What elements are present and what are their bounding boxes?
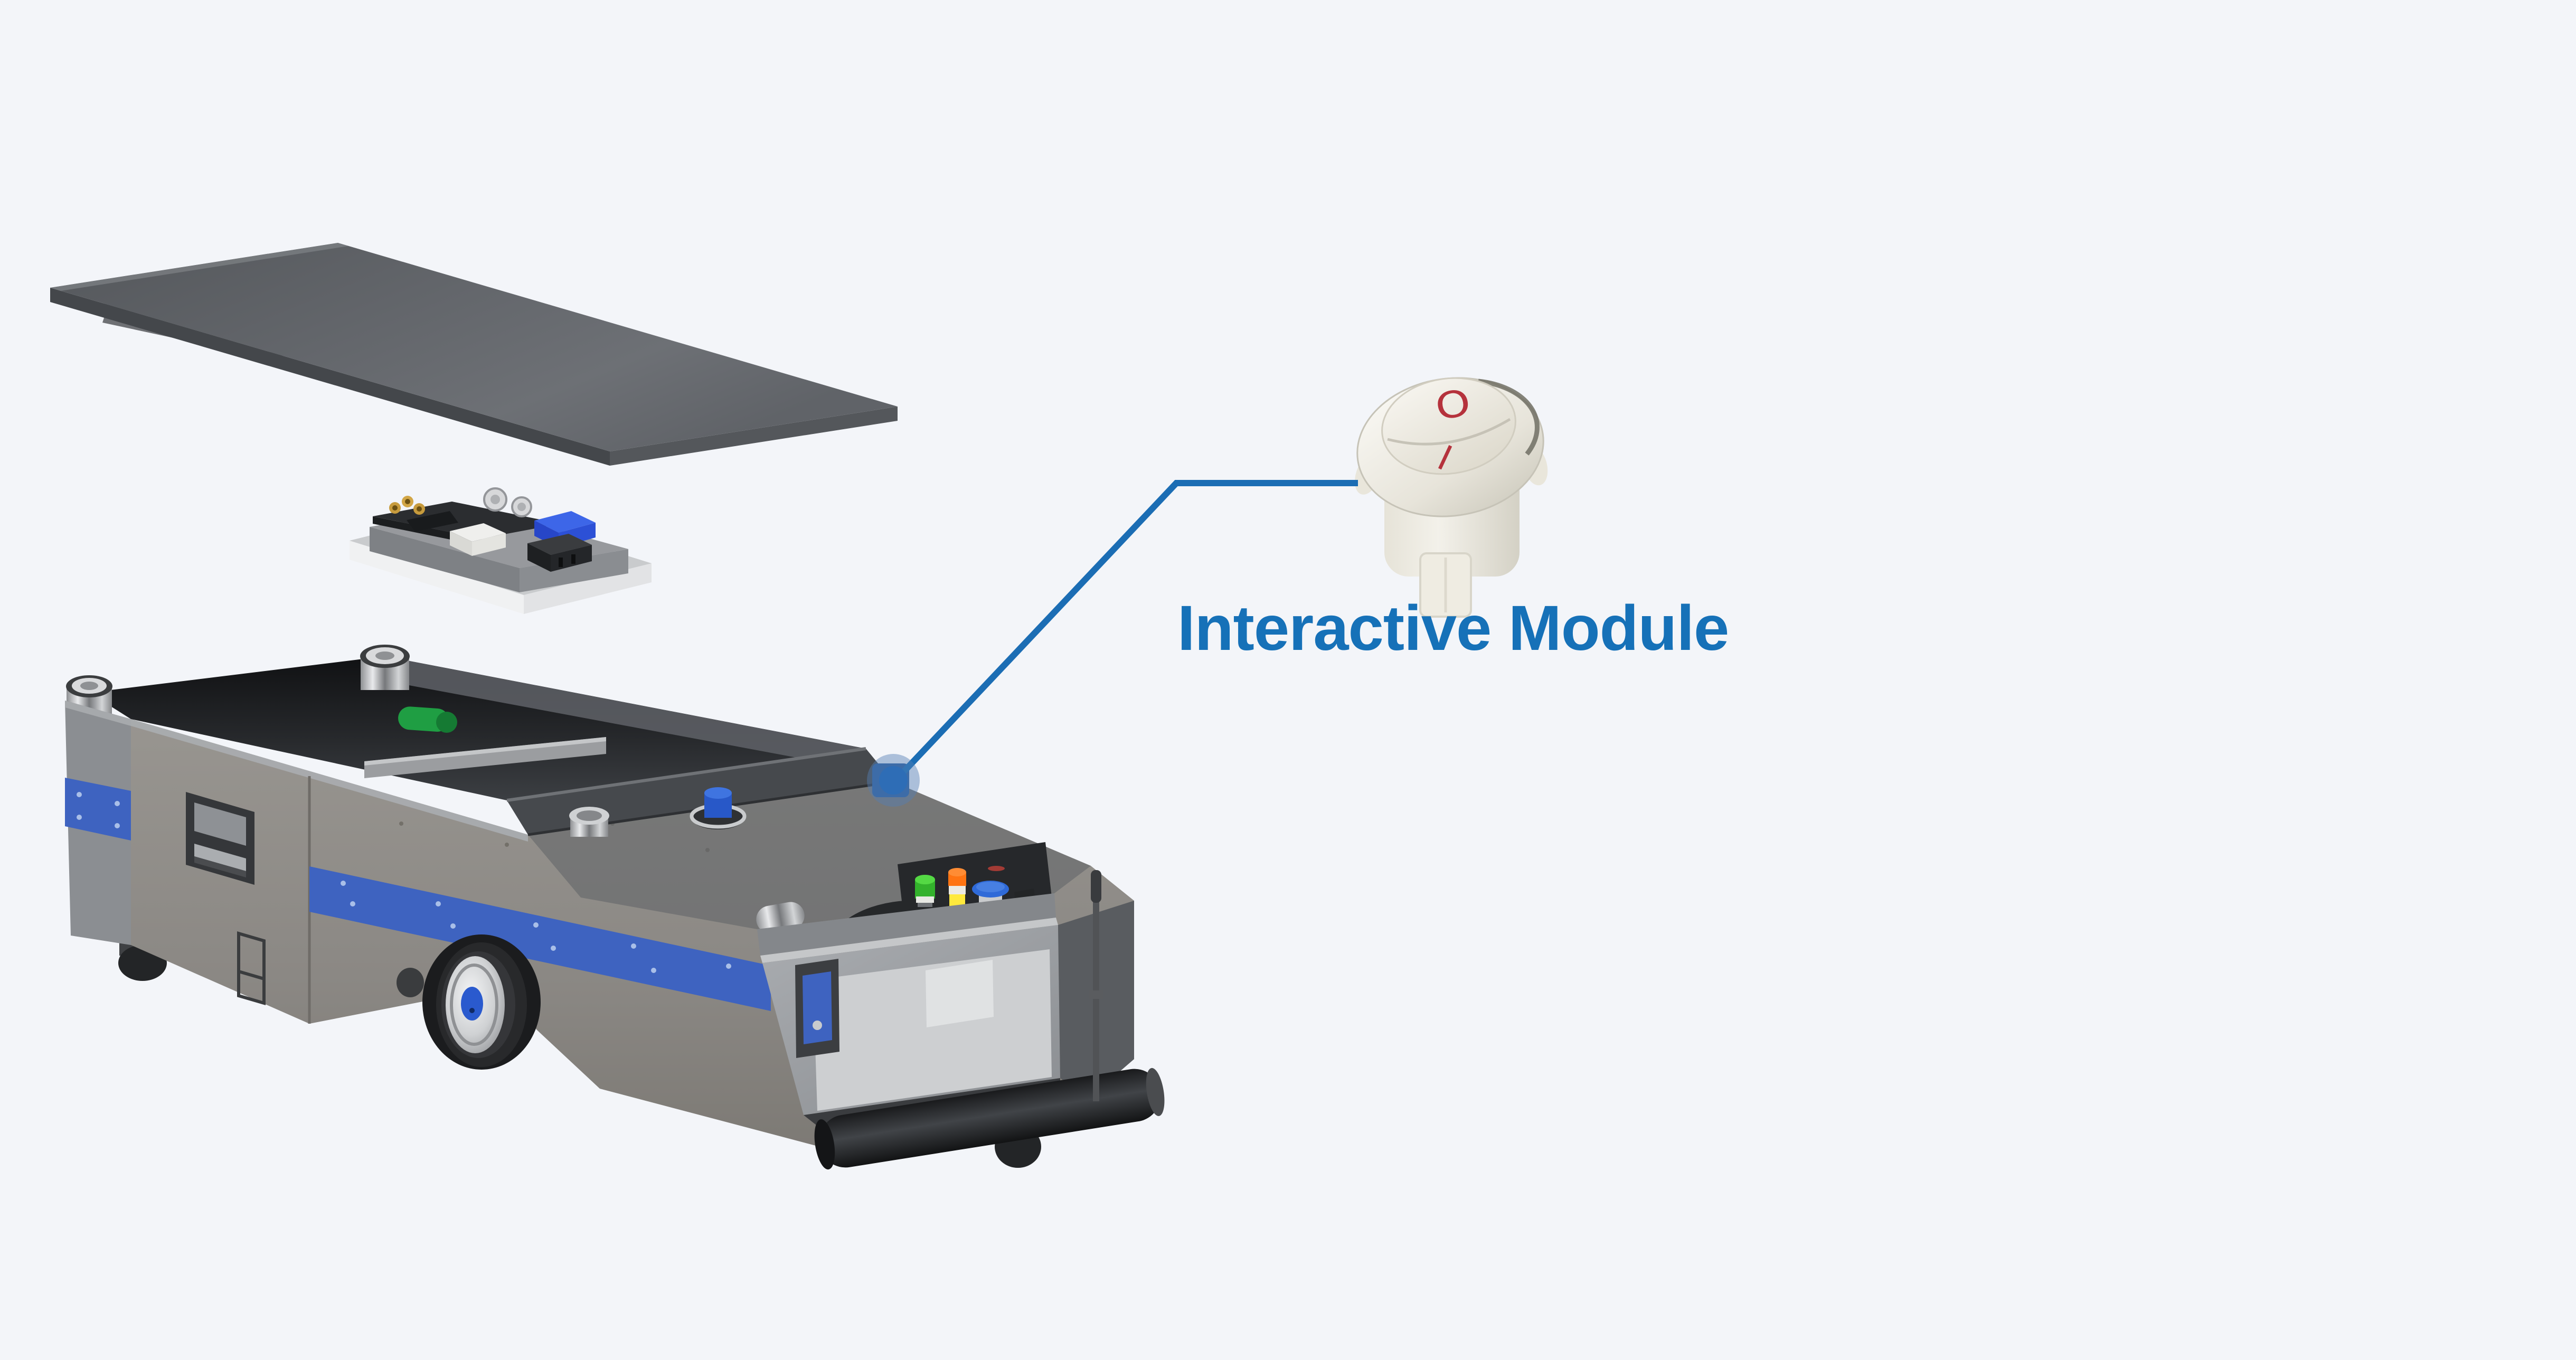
agv-vehicle — [65, 645, 1165, 1170]
indicator-button-green — [915, 875, 935, 907]
cover-plate-edge-highlight — [50, 243, 348, 291]
switch-bezel-gap — [1478, 379, 1540, 456]
cover-plate-front-edge — [50, 288, 610, 466]
power-rocker-switch: O I — [1355, 377, 1548, 618]
module-black-connector — [527, 534, 592, 572]
body-vent-hole — [397, 968, 424, 997]
nose-label-plate — [926, 960, 994, 1027]
cargo-far-wall — [370, 656, 866, 767]
callout-leader-line — [895, 480, 1358, 781]
module-gold-terminals — [389, 496, 425, 515]
module-housing-side — [520, 549, 628, 592]
cargo-green-cylinder — [398, 706, 449, 732]
callout — [867, 480, 1358, 807]
drive-wheel — [436, 942, 527, 1067]
module-round-connectors — [483, 487, 532, 517]
cover-plate — [50, 243, 898, 466]
door-seam — [237, 931, 266, 1005]
module-housing-front — [370, 527, 520, 592]
module-label: Interactive Module — [1177, 592, 1729, 664]
cover-plate-top — [50, 243, 898, 451]
cargo-green-cylinder-end — [436, 712, 457, 733]
cargo-crossbar-highlight — [364, 737, 606, 766]
cover-plate-right-edge — [610, 407, 898, 466]
nose-deck-lip — [757, 893, 1056, 956]
deck-chrome-port — [569, 807, 609, 837]
antenna — [1089, 870, 1103, 1101]
deck-blue-port — [690, 787, 747, 829]
control-module — [350, 487, 652, 614]
indicator-red — [988, 866, 1005, 871]
rear-post-right — [360, 645, 410, 690]
switch-off-marking: O — [1432, 381, 1474, 429]
cargo-interior — [89, 656, 866, 800]
front-roller-bumper — [814, 1068, 1165, 1170]
switch-rocker — [1381, 377, 1516, 475]
module-base-side — [524, 563, 652, 614]
module-white-connector — [450, 523, 506, 556]
cargo-box-left-face — [65, 701, 131, 945]
wheel-hub — [461, 987, 483, 1021]
switch-rocker-crease — [1387, 418, 1511, 446]
hotspot-dot[interactable] — [879, 766, 908, 795]
body-top-edge-highlight — [131, 719, 528, 842]
front-sensor-left — [795, 959, 839, 1058]
handle-recess — [186, 792, 254, 885]
module-base-front — [350, 541, 524, 614]
module-vent-grille — [407, 511, 458, 532]
side-stripe — [309, 866, 771, 1011]
nose-chamfer — [760, 918, 1058, 963]
